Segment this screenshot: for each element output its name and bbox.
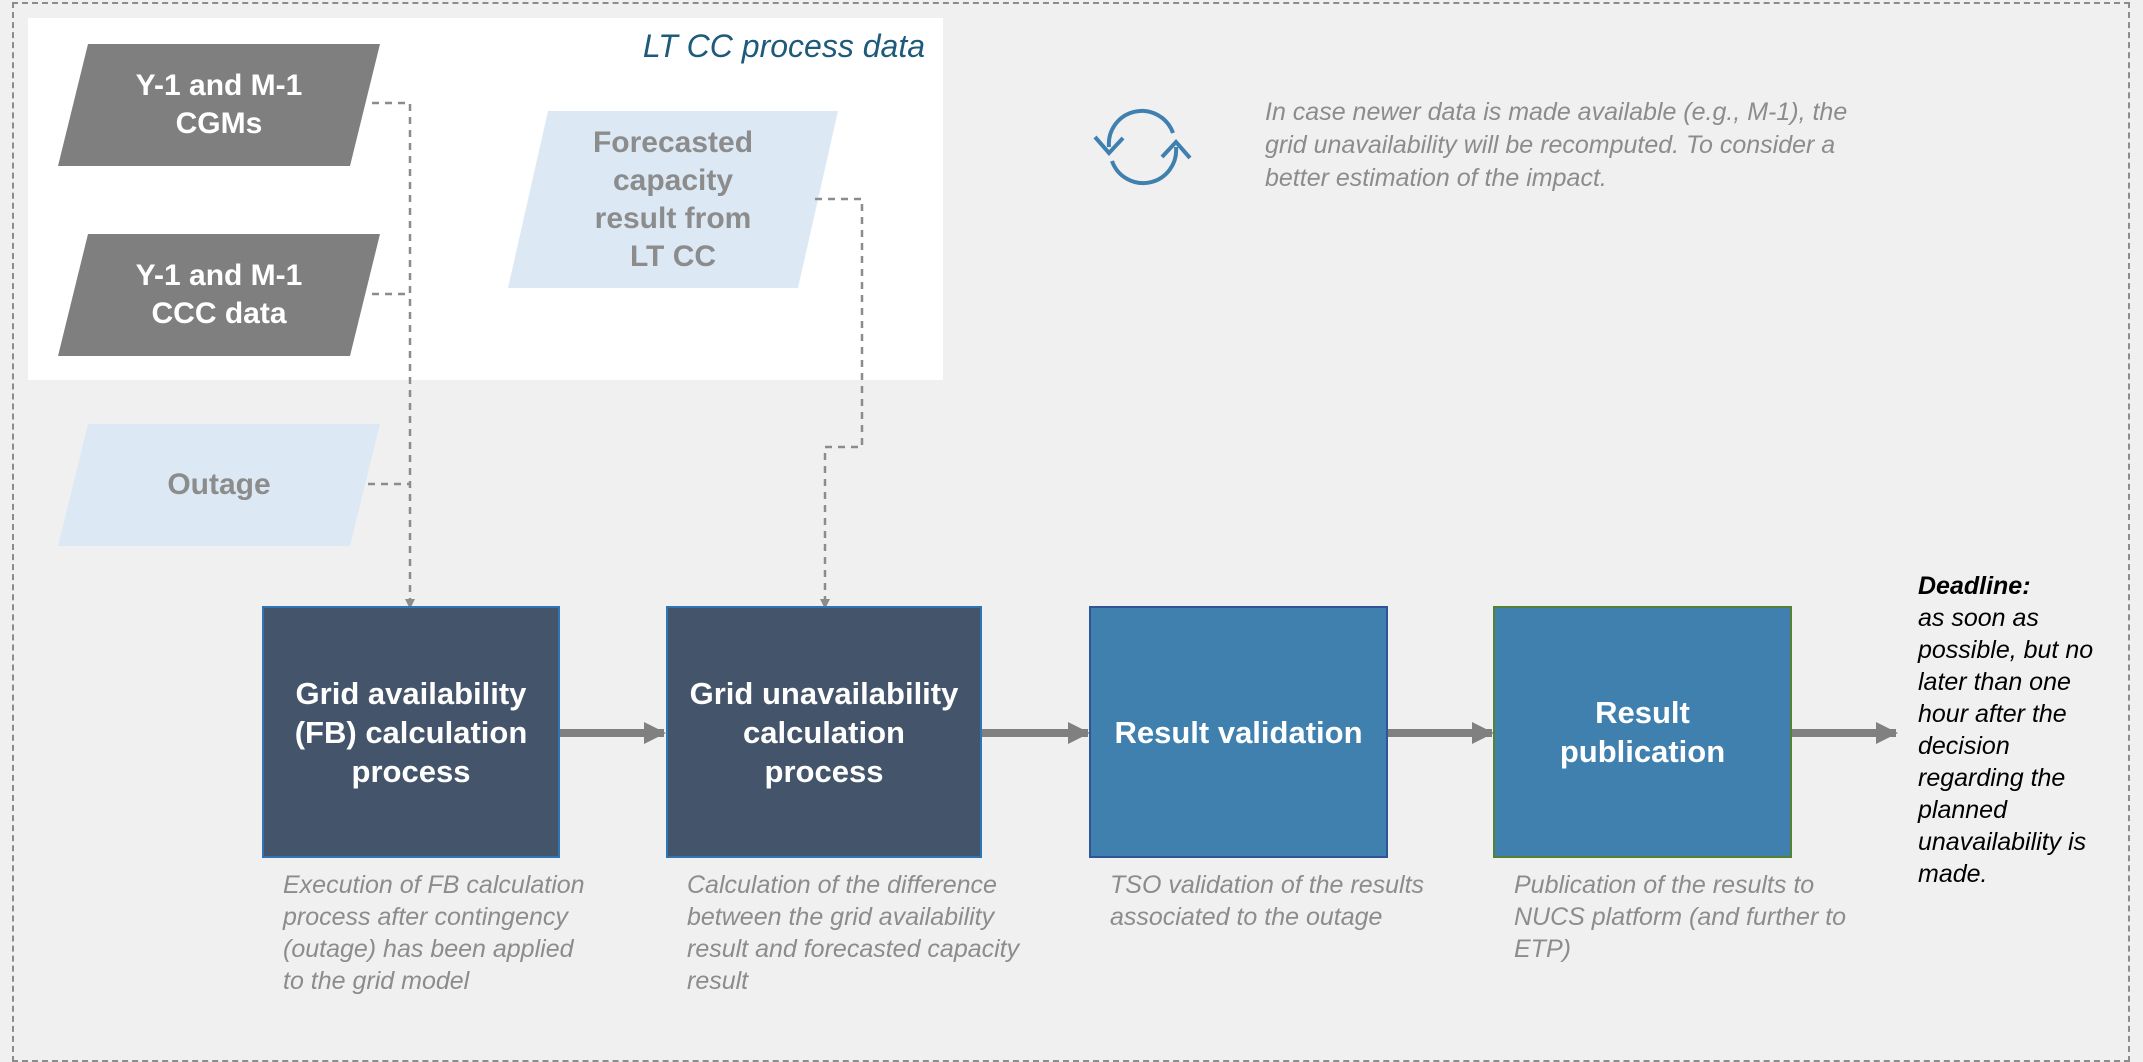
input-cgms-label: Y-1 and M-1 CGMs xyxy=(135,69,303,140)
step-result-validation-description: TSO validation of the results associated… xyxy=(1110,871,1425,931)
parallelogram-shape xyxy=(58,424,380,546)
step-grid-unavailability-description: Calculation of the difference between th… xyxy=(687,871,1020,995)
step-result-publication-description: Publication of the results to NUCS platf… xyxy=(1514,871,1847,963)
deadline-title: Deadline: xyxy=(1918,572,2031,600)
panel-title: LT CC process data xyxy=(642,28,925,64)
refresh-cycle-icon xyxy=(1093,108,1192,186)
step-result-validation: Result validation xyxy=(1089,606,1388,858)
diagram-canvas: LT CC process data Y-1 and M-1 CGMs Y-1 … xyxy=(12,2,2130,1062)
input-outage-label: Outage xyxy=(167,468,271,501)
step-grid-availability: Grid availability (FB) calculation proce… xyxy=(262,606,560,858)
input-ccc-data: Y-1 and M-1 CCC data xyxy=(58,234,380,356)
input-outage: Outage xyxy=(58,424,380,546)
input-connectors xyxy=(368,101,864,609)
step-grid-unavailability: Grid unavailability calculation process xyxy=(666,606,982,858)
parallelogram-shape xyxy=(508,111,838,288)
input-ccc-data-label: Y-1 and M-1 CCC data xyxy=(135,259,303,330)
recompute-note: In case newer data is made available (e.… xyxy=(1265,98,1848,192)
parallelogram-shape xyxy=(58,234,380,356)
parallelogram-shape xyxy=(58,44,380,166)
connectors-layer xyxy=(368,101,1898,744)
deadline-note: Deadline: as soon as possible, but no la… xyxy=(1918,570,2118,890)
step-result-publication: Result publication xyxy=(1493,606,1792,858)
connector-forecast-to-grid-unavailability xyxy=(815,197,864,609)
deadline-text: as soon as possible, but no later than o… xyxy=(1918,604,2094,888)
input-forecasted-capacity-label: Forecasted capacity result from LT CC xyxy=(592,125,754,273)
connector-cgms-to-grid-availability xyxy=(372,101,415,609)
input-forecasted-capacity: Forecasted capacity result from LT CC xyxy=(508,111,838,288)
input-cgms: Y-1 and M-1 CGMs xyxy=(58,44,380,166)
step-grid-availability-description: Execution of FB calculation process afte… xyxy=(283,871,585,995)
